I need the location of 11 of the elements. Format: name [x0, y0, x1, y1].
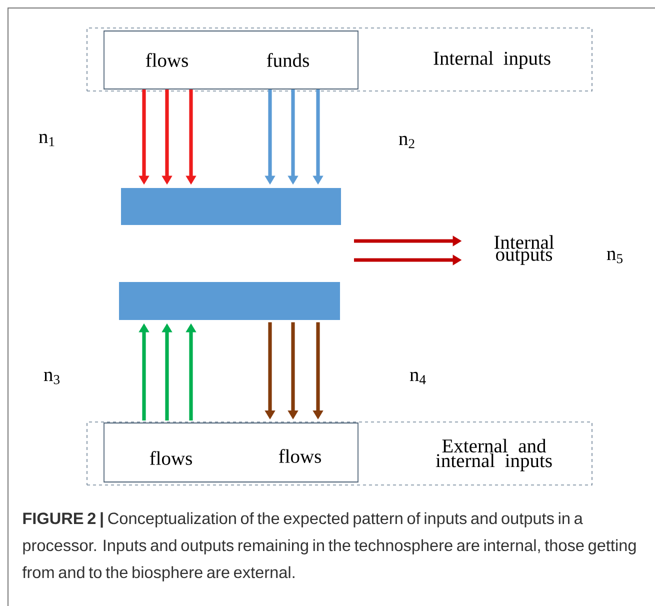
node-label: n$_{4}$: [410, 372, 426, 384]
caption: FIGURE 2 | Conceptualization of the expected pattern of inputs and outputs in a processor. Inputs and outputs remaining in the technosphere are internal, those getting from and to the biosphere are external.: [22, 512, 636, 582]
processor-bar: [121, 188, 341, 225]
output-label: Internal outputs: [494, 235, 554, 265]
node-label: n$_{1}$: [38, 134, 54, 146]
input-box: flows funds: [104, 30, 358, 90]
input-box: flows flows: [104, 422, 358, 482]
processor-bar: [119, 282, 340, 320]
node-label: n$_{2}$: [398, 136, 414, 148]
node-label: n$_{5}$: [606, 250, 622, 264]
node-label: n$_{3}$: [44, 372, 60, 384]
